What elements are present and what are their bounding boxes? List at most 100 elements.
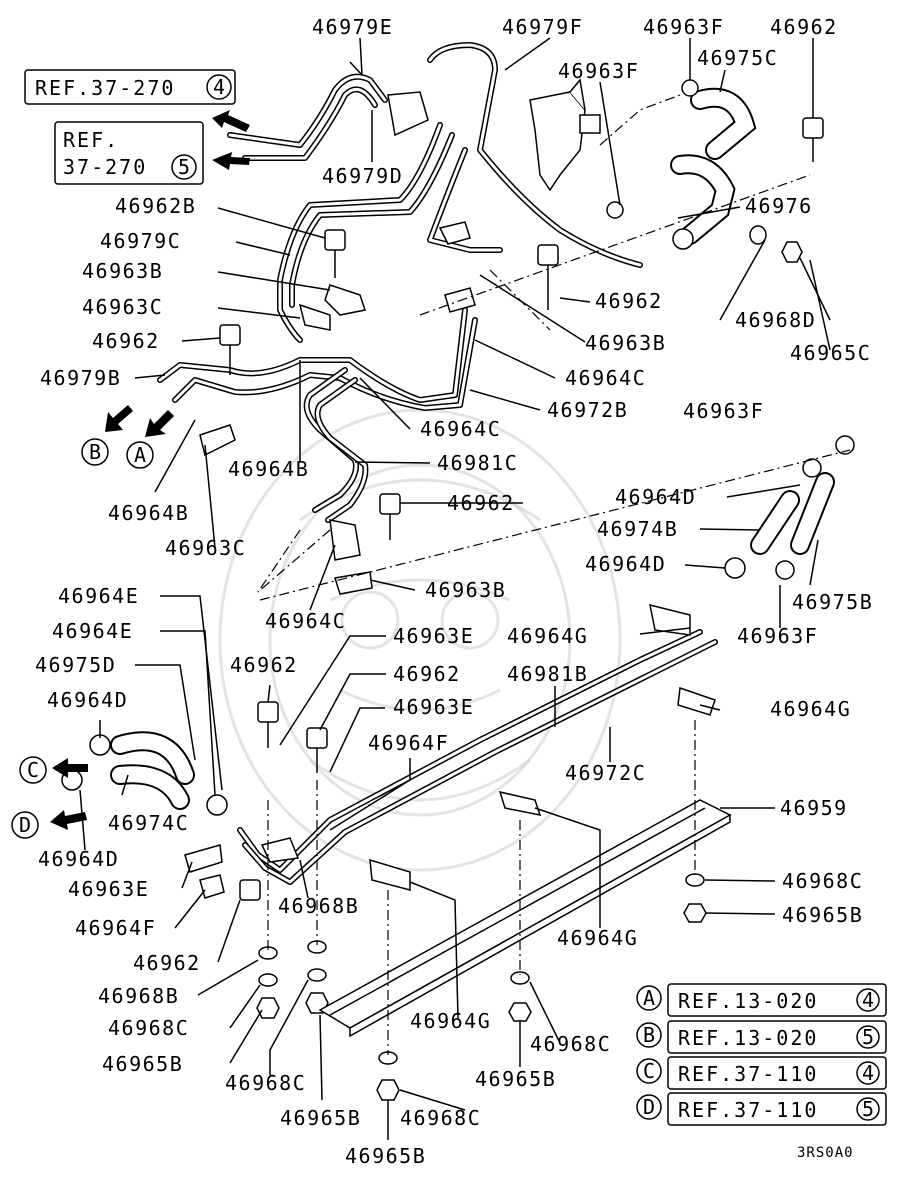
arrow-to-ref2	[212, 152, 250, 170]
ref-box-text-line1: REF.	[63, 128, 119, 152]
marker-D[interactable]: D	[11, 811, 39, 839]
part-label[interactable]: 46965B	[782, 903, 863, 927]
marker-C[interactable]: C	[19, 756, 47, 784]
part-label[interactable]: 46962	[770, 15, 838, 39]
part-label[interactable]: 46965B	[280, 1106, 361, 1130]
washers-nuts	[256, 225, 803, 1101]
part-label[interactable]: 46964E	[52, 619, 133, 643]
part-label[interactable]: 46968C	[782, 869, 863, 893]
part-label[interactable]: 46974B	[597, 517, 678, 541]
clips	[184, 221, 716, 899]
part-label[interactable]: 46963F	[737, 624, 818, 648]
part-label[interactable]: 46959	[780, 796, 848, 820]
part-label[interactable]: 46972C	[565, 761, 646, 785]
upper-pipes	[157, 42, 643, 523]
part-label[interactable]: 46964G	[507, 624, 588, 648]
part-label[interactable]: 46975B	[792, 590, 873, 614]
lower-pipes	[237, 629, 718, 885]
part-label[interactable]: 46964G	[557, 926, 638, 950]
part-label[interactable]: 46981B	[507, 662, 588, 686]
legend-letter: B	[643, 1023, 657, 1047]
part-label[interactable]: 46968C	[108, 1016, 189, 1040]
ref-legend-C[interactable]: C REF.37-110 4	[636, 1056, 887, 1090]
part-label[interactable]: 46979E	[312, 15, 393, 39]
marker-B[interactable]: B	[81, 438, 109, 466]
part-label[interactable]: 46968B	[278, 894, 359, 918]
part-label[interactable]: 46979D	[322, 164, 403, 188]
part-label[interactable]: 46965B	[102, 1052, 183, 1076]
part-label[interactable]: 46964C	[420, 417, 501, 441]
arrow-to-A	[145, 410, 174, 437]
part-label[interactable]: 46964E	[58, 584, 139, 608]
part-label[interactable]: 46972B	[547, 398, 628, 422]
part-label[interactable]: 46963F	[558, 59, 639, 83]
marker-letter: A	[134, 443, 148, 467]
part-label[interactable]: 46974C	[108, 811, 189, 835]
legend-ref-text: REF.37-110	[678, 1098, 818, 1122]
part-label[interactable]: 46979F	[502, 15, 583, 39]
part-label[interactable]: 46964C	[565, 366, 646, 390]
part-label[interactable]: 46962	[133, 951, 201, 975]
legend-letter: A	[643, 986, 657, 1010]
part-label[interactable]: 46962	[447, 491, 515, 515]
part-label[interactable]: 46962	[92, 329, 160, 353]
part-label[interactable]: 46964G	[770, 697, 851, 721]
part-label[interactable]: 46968C	[400, 1106, 481, 1130]
part-label[interactable]: 46965B	[475, 1067, 556, 1091]
part-label[interactable]: 46962	[230, 653, 298, 677]
ref-box-number: 4	[213, 75, 227, 99]
part-label[interactable]: 46964D	[38, 847, 119, 871]
legend-ref-text: REF.13-020	[678, 1026, 818, 1050]
part-label[interactable]: 46964F	[368, 731, 449, 755]
ref-legend-A[interactable]: A REF.13-020 4	[636, 983, 887, 1017]
part-label[interactable]: 46968C	[225, 1071, 306, 1095]
part-label[interactable]: 46963B	[585, 331, 666, 355]
part-label[interactable]: 46963C	[165, 536, 246, 560]
part-label[interactable]: 46963F	[643, 15, 724, 39]
diagram-code: 3RS0A0	[797, 1145, 854, 1161]
ref-box-37-270-4[interactable]: REF.37-270 4	[24, 69, 236, 105]
part-label[interactable]: 46963C	[82, 295, 163, 319]
part-label[interactable]: 46963F	[683, 399, 764, 423]
ref-box-text-line2: 37-270	[63, 155, 147, 179]
part-label[interactable]: 46962	[595, 289, 663, 313]
part-label[interactable]: 46963E	[393, 624, 474, 648]
part-label[interactable]: 46964B	[228, 457, 309, 481]
part-label[interactable]: 46964C	[265, 609, 346, 633]
part-label[interactable]: 46968C	[530, 1032, 611, 1056]
part-label[interactable]: 46981C	[437, 451, 518, 475]
part-label[interactable]: 46963B	[82, 259, 163, 283]
part-label[interactable]: 46964D	[585, 552, 666, 576]
legend-ref-text: REF.37-110	[678, 1062, 818, 1086]
part-label[interactable]: 46965B	[345, 1144, 426, 1168]
part-label[interactable]: 46979C	[100, 229, 181, 253]
ref-arrows	[50, 110, 250, 830]
part-label[interactable]: 46968D	[735, 308, 816, 332]
part-label[interactable]: 46975D	[35, 653, 116, 677]
marker-A[interactable]: A	[126, 441, 154, 469]
part-label[interactable]: 46963B	[425, 578, 506, 602]
part-label[interactable]: 46979B	[40, 366, 121, 390]
part-label[interactable]: 46968B	[98, 984, 179, 1008]
part-label[interactable]: 46964D	[47, 688, 128, 712]
part-label[interactable]: 46965C	[790, 341, 871, 365]
ref-legend-D[interactable]: D REF.37-110 5	[636, 1092, 887, 1126]
part-label[interactable]: 46962B	[115, 194, 196, 218]
part-label[interactable]: 46964F	[75, 916, 156, 940]
part-label[interactable]: 46962	[393, 662, 461, 686]
part-label[interactable]: 46964B	[108, 501, 189, 525]
part-label[interactable]: 46975C	[697, 46, 778, 70]
legend-ref-number: 5	[862, 1025, 876, 1049]
marker-letter: C	[27, 758, 41, 782]
part-label[interactable]: 46963E	[393, 695, 474, 719]
ref-box-37-270-5[interactable]: REF. 37-270 5	[54, 121, 204, 185]
part-labels: 46979E 46979F 46963F 46962 46963F 46975C…	[35, 15, 873, 1168]
ref-legend-B[interactable]: B REF.13-020 5	[636, 1020, 887, 1054]
leader-lines	[79, 37, 831, 1140]
part-label[interactable]: 46964G	[410, 1009, 491, 1033]
part-label[interactable]: 46963E	[68, 877, 149, 901]
legend-ref-number: 4	[862, 1061, 876, 1085]
part-label[interactable]: 46964D	[615, 485, 696, 509]
part-label[interactable]: 46976	[745, 194, 813, 218]
